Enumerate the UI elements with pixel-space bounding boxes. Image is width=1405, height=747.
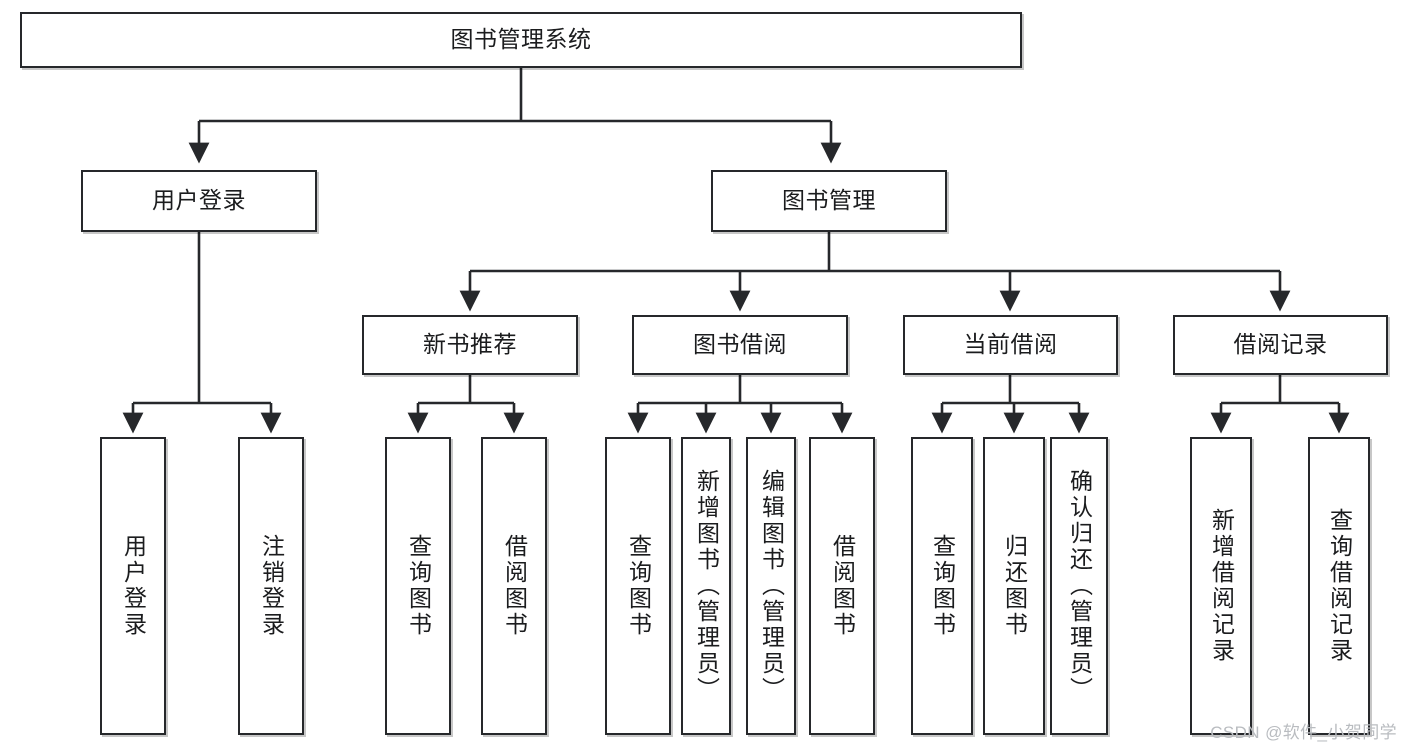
leaf-node-label: 查询图书 (405, 534, 432, 638)
leaf-node[interactable]: 查询图书 (911, 437, 973, 735)
leaf-node-label: 用户登录 (120, 534, 147, 638)
node-current-borrow[interactable]: 当前借阅 (903, 315, 1118, 375)
leaf-node[interactable]: 查询图书 (385, 437, 451, 735)
node-root-label: 图书管理系统 (450, 26, 592, 53)
leaf-node-label: 注销登录 (258, 534, 285, 638)
leaf-node[interactable]: 编辑图书（管理员） (746, 437, 796, 735)
node-root[interactable]: 图书管理系统 (20, 12, 1022, 68)
leaf-node-label: 查询图书 (625, 534, 652, 638)
leaf-node-label: 新增借阅记录 (1208, 508, 1235, 664)
leaf-node-label: 查询图书 (929, 534, 956, 638)
leaf-node[interactable]: 借阅图书 (481, 437, 547, 735)
leaf-node-label: 借阅图书 (829, 534, 856, 638)
node-user-login[interactable]: 用户登录 (81, 170, 317, 232)
leaf-node[interactable]: 注销登录 (238, 437, 304, 735)
node-book-management[interactable]: 图书管理 (711, 170, 947, 232)
node-book-borrow-label: 图书借阅 (693, 331, 787, 358)
leaf-node-label: 借阅图书 (501, 534, 528, 638)
node-book-borrow[interactable]: 图书借阅 (632, 315, 848, 375)
leaf-node[interactable]: 归还图书 (983, 437, 1045, 735)
leaf-node-label: 新增图书（管理员） (693, 469, 720, 703)
node-new-book-recommend-label: 新书推荐 (423, 331, 517, 358)
node-borrow-record[interactable]: 借阅记录 (1173, 315, 1388, 375)
leaf-node[interactable]: 借阅图书 (809, 437, 875, 735)
leaf-node-label: 查询借阅记录 (1326, 508, 1353, 664)
node-current-borrow-label: 当前借阅 (963, 331, 1058, 358)
leaf-node[interactable]: 确认归还（管理员） (1050, 437, 1108, 735)
leaf-node[interactable]: 查询图书 (605, 437, 671, 735)
leaf-node[interactable]: 新增图书（管理员） (681, 437, 731, 735)
connector-group (122, 68, 1350, 434)
node-book-management-label: 图书管理 (782, 187, 876, 214)
node-borrow-record-label: 借阅记录 (1233, 331, 1328, 358)
node-new-book-recommend[interactable]: 新书推荐 (362, 315, 578, 375)
node-user-login-label: 用户登录 (152, 187, 246, 214)
leaf-node-label: 归还图书 (1001, 534, 1028, 638)
leaf-node-label: 编辑图书（管理员） (758, 469, 785, 703)
leaf-node-label: 确认归还（管理员） (1066, 469, 1093, 703)
leaf-node[interactable]: 新增借阅记录 (1190, 437, 1252, 735)
leaf-node[interactable]: 用户登录 (100, 437, 166, 735)
leaf-node[interactable]: 查询借阅记录 (1308, 437, 1370, 735)
